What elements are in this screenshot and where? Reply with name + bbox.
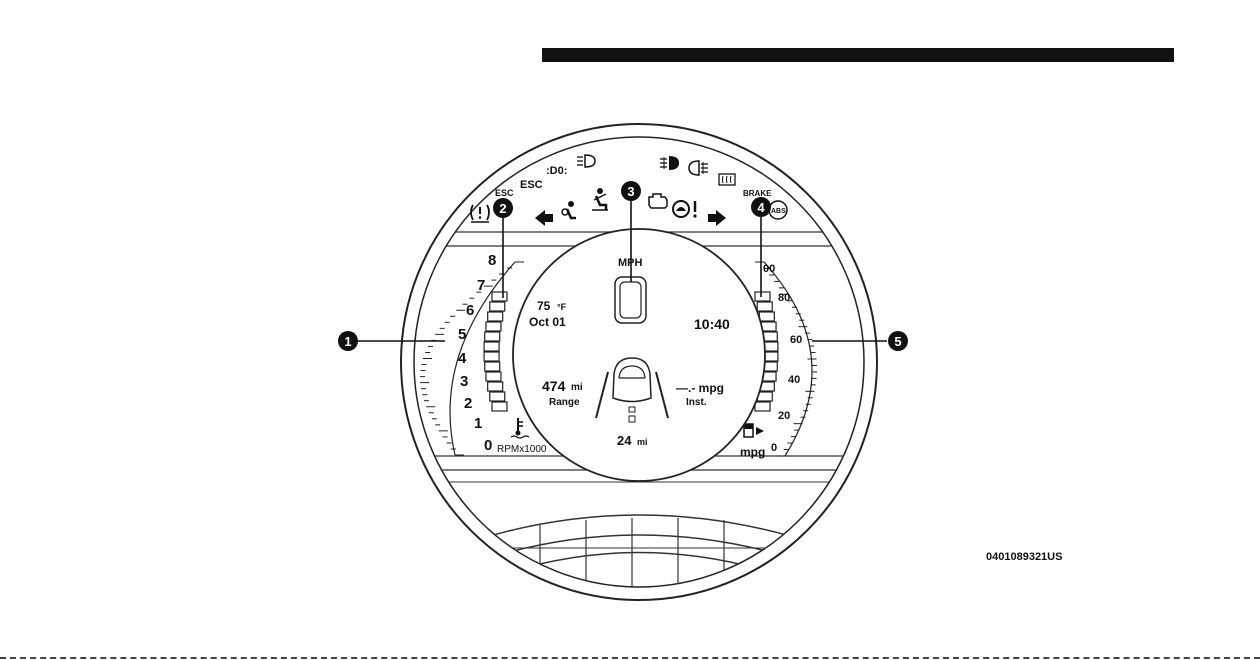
tach-label-7: 7	[477, 277, 485, 294]
left-bar-segment	[488, 382, 503, 391]
tach-label-6: 6	[466, 302, 474, 319]
date-value: Oct 01	[529, 315, 566, 329]
high-beam-icon	[577, 155, 595, 167]
esc-small-label: ESC	[495, 188, 514, 198]
mpg-label-20: 20	[778, 410, 790, 422]
left-bar-segment	[484, 342, 499, 351]
range-value: 474	[542, 378, 566, 394]
tach-unit: RPMx1000	[497, 444, 547, 455]
right-bar-segment	[757, 302, 772, 311]
callout-2: 2	[493, 198, 513, 218]
mpg-label-0: 0	[771, 442, 777, 454]
mpg-unit: mpg	[740, 445, 765, 459]
left-bar-segment	[488, 312, 503, 321]
svg-text:3: 3	[627, 184, 634, 199]
rear-defrost-icon	[719, 174, 735, 185]
trip-unit: mi	[637, 437, 648, 447]
temperature-value: 75	[537, 299, 551, 313]
fuel-pump-icon	[744, 424, 764, 437]
left-bar-segment	[486, 322, 501, 331]
tach-label-5: 5	[458, 326, 466, 343]
tach-label-3: 3	[460, 373, 468, 390]
right-bar-segment	[759, 312, 774, 321]
left-bar-gauge	[484, 292, 507, 411]
right-bar-segment	[755, 402, 770, 411]
abs-icon: ABS	[769, 201, 787, 219]
mpg-label-60: 60	[790, 334, 802, 346]
tire-pressure-icon	[471, 205, 489, 222]
callout-3: 3	[621, 181, 641, 201]
tach-label-4: 4	[458, 350, 467, 367]
mpg-label-00: 00	[763, 263, 775, 275]
inst-mpg-value: —.- mpg	[676, 381, 724, 395]
abs-label: ABS	[771, 208, 786, 215]
page-bottom-rule	[0, 657, 1260, 659]
svg-text:2: 2	[499, 201, 506, 216]
left-bar-segment	[490, 392, 505, 401]
trip-value: 24	[617, 433, 632, 448]
check-engine-icon	[649, 194, 667, 208]
mpg-label-80: 80	[778, 292, 790, 304]
mpg-label-40: 40	[788, 374, 800, 386]
tach-label-2: 2	[464, 395, 472, 412]
range-label: Range	[549, 397, 580, 408]
left-bar-segment	[485, 362, 500, 371]
right-bar-segment	[755, 292, 770, 301]
tachometer-labels: 8 7 6 5 4 3 2 1 0	[458, 252, 496, 454]
svg-text:1: 1	[344, 334, 351, 349]
callout-1: 1	[338, 331, 358, 351]
airbag-icon	[562, 201, 576, 218]
temperature-unit: °F	[557, 302, 567, 312]
callout-5: 5	[888, 331, 908, 351]
park-lamp-icon: :D0:	[546, 165, 567, 177]
left-bar-segment	[492, 402, 507, 411]
tachometer-ticks	[420, 262, 524, 455]
left-turn-arrow-icon	[535, 210, 553, 226]
left-bar-segment	[492, 292, 507, 301]
left-bar-segment	[486, 372, 501, 381]
svg-text:5: 5	[894, 334, 901, 349]
tach-label-0: 0	[484, 437, 492, 454]
svg-text:4: 4	[757, 200, 765, 215]
range-unit: mi	[571, 382, 583, 393]
center-display: MPH 75 °F Oct 01 10:40 474 mi Range —.- …	[513, 229, 765, 481]
seatbelt-icon	[592, 188, 608, 210]
right-turn-arrow-icon	[708, 210, 726, 226]
figure-id: 0401089321US	[986, 551, 1062, 563]
tach-label-1: 1	[474, 415, 482, 432]
esc-label: ESC	[520, 179, 543, 191]
left-bar-segment	[490, 302, 505, 311]
coolant-temp-icon	[511, 418, 529, 438]
inst-label: Inst.	[686, 397, 707, 408]
front-fog-icon	[660, 156, 679, 170]
brake-label: BRAKE	[743, 189, 772, 198]
rear-fog-icon	[689, 161, 708, 175]
left-bar-segment	[484, 352, 499, 361]
tach-label-8: 8	[488, 252, 496, 269]
svg-text::D0:: :D0:	[546, 165, 567, 177]
brake-warning-icon	[673, 201, 697, 218]
time-value: 10:40	[694, 316, 730, 332]
left-bar-segment	[485, 332, 500, 341]
callout-4: 4	[751, 197, 771, 217]
